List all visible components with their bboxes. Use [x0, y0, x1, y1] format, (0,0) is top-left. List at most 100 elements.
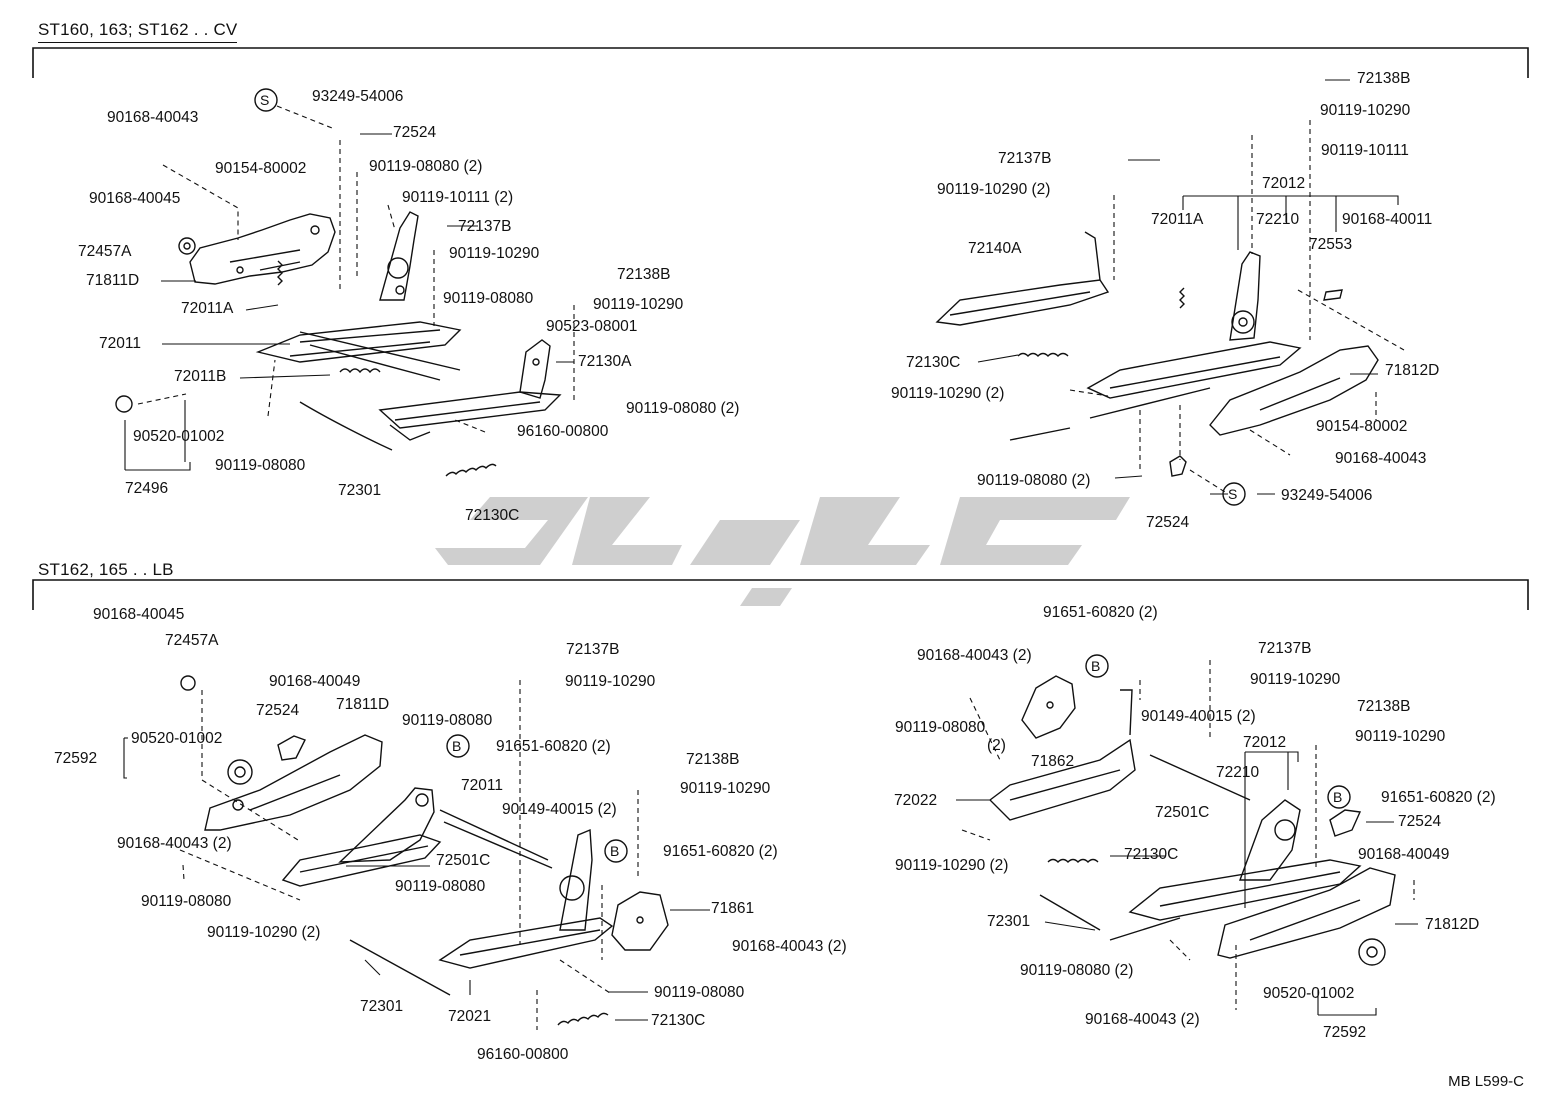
part-label: 90168-40043 (2) [1085, 1011, 1200, 1028]
circle-mark-b-1 [446, 734, 470, 758]
part-label: (2) [987, 737, 1006, 754]
part-label: 90119-08080 (2) [369, 158, 483, 175]
circle-mark-b-4 [1327, 785, 1351, 809]
part-label: 90168-40043 [107, 109, 199, 126]
circle-mark-s-letter: S [1228, 486, 1238, 502]
part-label: 72524 [1146, 514, 1190, 531]
part-label: 72501C [436, 852, 491, 869]
part-label: 90119-10290 (2) [207, 924, 321, 941]
part-label: 90520-01002 [1263, 985, 1355, 1002]
part-label: 72021 [448, 1008, 492, 1025]
part-label: 90119-10290 [1250, 671, 1341, 688]
seat-adjuster-cv-right [935, 231, 1379, 477]
part-label: 90119-10290 [449, 245, 540, 262]
part-label: 72524 [393, 124, 437, 141]
part-label: 90119-10111 [1321, 142, 1409, 159]
part-label: 90149-40015 (2) [502, 801, 617, 818]
part-label: 72210 [1216, 764, 1260, 781]
part-label: 93249-54006 [1281, 487, 1373, 504]
part-label: 90119-08080 (2) [626, 400, 740, 417]
part-label: 72457A [78, 243, 132, 260]
part-label: 72011 [461, 777, 503, 794]
part-label: 90168-40043 (2) [732, 938, 847, 955]
part-label: 71811D [86, 272, 140, 289]
part-label: 71861 [711, 900, 755, 917]
part-label: 90168-40043 [1335, 450, 1427, 467]
part-label: 91651-60820 (2) [496, 738, 611, 755]
part-label: 90520-01002 [131, 730, 223, 747]
part-label: 72301 [338, 482, 382, 499]
part-label: 90154-80002 [1316, 418, 1408, 435]
part-label: 72553 [1309, 236, 1353, 253]
diagram-code: MB L599-C [1448, 1073, 1524, 1090]
part-label: 90119-08080 [395, 878, 486, 895]
part-label: 90119-10290 (2) [895, 857, 1009, 874]
part-label: 90168-40043 (2) [917, 647, 1032, 664]
part-label: 71812D [1385, 362, 1440, 379]
frame-bottom [32, 579, 1529, 610]
circle-mark-s-letter: S [260, 92, 270, 108]
part-label: 72130A [578, 353, 632, 370]
section-title-lb: ST162, 165 . . LB [38, 560, 174, 579]
part-label: 90168-40049 [269, 673, 361, 690]
circle-mark-b-letter: B [610, 843, 620, 859]
part-label: 72011B [174, 368, 227, 385]
part-label: 72524 [1398, 813, 1442, 830]
part-label: 72012 [1262, 175, 1306, 192]
part-label: 72130C [1124, 846, 1179, 863]
part-label: 72592 [54, 750, 98, 767]
part-label: 90168-40011 [1342, 211, 1433, 228]
part-label: 72137B [1258, 640, 1312, 657]
part-label: 96160-00800 [517, 423, 609, 440]
circle-mark-b-3 [1085, 654, 1109, 678]
part-label: 72137B [458, 218, 512, 235]
part-label: 90119-08080 [654, 984, 745, 1001]
part-label: 91651-60820 (2) [1043, 604, 1158, 621]
circle-mark-b-letter: B [1333, 789, 1343, 805]
part-label: 90119-08080 [141, 893, 232, 910]
part-label: 90119-08080 (2) [1020, 962, 1134, 979]
circle-mark-b-letter: B [452, 738, 462, 754]
part-label: 71812D [1425, 916, 1480, 933]
part-label: 96160-00800 [477, 1046, 569, 1063]
part-label: 71862 [1031, 753, 1075, 770]
part-label: 90119-08080 [215, 457, 306, 474]
circle-mark-b-2 [604, 839, 628, 863]
part-label: 72011 [99, 335, 141, 352]
part-label: 90119-10290 [593, 296, 684, 313]
part-label: 72592 [1323, 1024, 1367, 1041]
part-label: 72138B [1357, 698, 1411, 715]
part-label: 90119-08080 [895, 719, 986, 736]
part-label: 90520-01002 [133, 428, 225, 445]
part-label: 90168-40049 [1358, 846, 1450, 863]
part-label: 72140A [968, 240, 1022, 257]
part-label: 91651-60820 (2) [1381, 789, 1496, 806]
part-label: 90119-10290 [1320, 102, 1411, 119]
part-label: 93249-54006 [312, 88, 404, 105]
seat-adjuster-lb-right [988, 675, 1396, 966]
part-label: 72011A [1151, 211, 1204, 228]
part-label: 90119-08080 (2) [977, 472, 1091, 489]
part-label: 72524 [256, 702, 300, 719]
part-label: 72130C [906, 354, 961, 371]
circle-mark-b-letter: B [1091, 658, 1101, 674]
part-label: 90119-10290 (2) [891, 385, 1005, 402]
part-label: 90119-10111 (2) [402, 189, 514, 206]
part-label: 72138B [1357, 70, 1411, 87]
part-label: 72301 [987, 913, 1031, 930]
part-label: 72496 [125, 480, 169, 497]
part-label: 90119-10290 [565, 673, 656, 690]
part-label: 72137B [566, 641, 620, 658]
part-label: 90119-10290 [680, 780, 771, 797]
part-label: 90168-40045 [93, 606, 185, 623]
part-label: 90119-10290 (2) [937, 181, 1051, 198]
part-label: 91651-60820 (2) [663, 843, 778, 860]
part-label: 72301 [360, 998, 404, 1015]
part-label: 90119-08080 [402, 712, 493, 729]
section-title-cv: ST160, 163; ST162 . . CV [38, 20, 238, 43]
circle-mark-s-1 [254, 88, 278, 112]
part-label: 72022 [894, 792, 938, 809]
part-label: 90168-40043 (2) [117, 835, 232, 852]
part-label: 71811D [336, 696, 390, 713]
